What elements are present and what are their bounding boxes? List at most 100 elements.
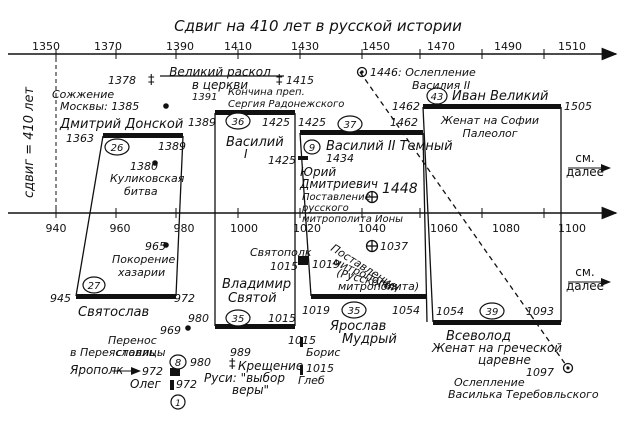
boris-name: Борис	[306, 346, 340, 359]
num-27: 27	[88, 281, 101, 292]
top-tick-label: 1450	[362, 40, 390, 53]
burning-moscow-line1: Сожжение	[52, 88, 114, 101]
ivan-great: Иван Великий	[452, 89, 548, 104]
burning-moscow-line2: Москвы: 1385	[60, 100, 139, 113]
diagram-title: Сдвиг на 410 лет в русской истории	[174, 17, 462, 35]
cross-icon: ‡	[229, 357, 236, 372]
vasilko-year: 1097	[526, 366, 554, 379]
side-label: сдвиг = 410 лет	[22, 87, 37, 198]
see-further-bottom-2: далее	[566, 279, 604, 293]
see-further-top-2: далее	[566, 165, 604, 179]
vasilko-line2: Василька Теребовльского	[448, 388, 599, 401]
year-1462b: 1462	[390, 116, 418, 129]
wife-sophia-line1: Женат на Софии	[440, 114, 539, 127]
number-circles	[82, 87, 505, 410]
cross-centers	[360, 70, 570, 370]
khazaria-line2: хазарии	[117, 266, 165, 279]
vsevolod-line3: царевне	[478, 353, 531, 367]
year-972c: 972	[176, 378, 197, 391]
year-1448: 1448	[382, 181, 418, 197]
see-further-top-1: см.	[575, 151, 594, 165]
connector-lines	[75, 71, 569, 369]
bottom-tick-label: 1100	[558, 222, 586, 235]
bottom-tick-label: 1000	[230, 222, 258, 235]
blinding-vasily-line2: Василия II	[412, 79, 470, 92]
year-1425a: 1425	[262, 116, 290, 129]
top-tick-label: 1470	[427, 40, 455, 53]
baptism-line2: Руси: "выбор	[204, 371, 285, 385]
kulikovo-line2: битва	[124, 185, 158, 198]
bottom-tick-label: 960	[110, 222, 131, 235]
bottom-axis-ticks	[55, 208, 545, 218]
num-26: 26	[111, 143, 124, 154]
baptism-line1: Крещение	[238, 359, 303, 373]
see-further-bottom-1: см.	[575, 265, 594, 279]
svyatopolk: Святополк	[250, 246, 312, 259]
year-1054b: 1054	[436, 305, 464, 318]
bottom-tick-label: 1040	[358, 222, 386, 235]
year-1434: 1434	[326, 152, 354, 165]
num-37: 37	[344, 120, 357, 131]
iona-line3: митрополита Ионы	[302, 214, 403, 225]
year-1389a: 1389	[158, 140, 186, 153]
vsevolod-line2: Женат на греческой	[431, 341, 562, 355]
year-1037: 1037	[380, 240, 408, 253]
bottom-tick-label: 940	[46, 222, 67, 235]
wife-sophia-line2: Палеолог	[462, 127, 517, 140]
baptism-line3: веры"	[232, 383, 269, 397]
year-972b: 972	[142, 365, 163, 378]
year-1054a: 1054	[392, 304, 420, 317]
year-1389b: 1389	[188, 116, 216, 129]
num-9: 9	[309, 143, 315, 154]
vladimir-line1: Владимир	[222, 277, 291, 292]
capital-line3: в Переяславль	[70, 346, 155, 359]
num-35a: 35	[232, 314, 245, 325]
vsevolod-line1: Всеволод	[446, 329, 511, 344]
blinding-vasily-line1: 1446: Ослепление	[370, 66, 476, 79]
metropolia-line4: митрополита)	[338, 280, 419, 293]
year-1462a: 1462	[392, 100, 420, 113]
year-1019a: 1019	[312, 258, 340, 271]
diagram-labels: Великий раскол в церкви 1378 1415 1446: …	[50, 65, 599, 409]
boris-year: 1015	[288, 334, 316, 347]
cross-icon: ‡	[148, 73, 155, 88]
capital-line1: Перенос	[108, 334, 157, 347]
bottom-tick-label: 1060	[430, 222, 458, 235]
year-1425c: 1425	[268, 154, 296, 167]
top-tick-label: 1410	[224, 40, 252, 53]
num-39: 39	[486, 307, 499, 318]
top-tick-label: 1490	[494, 40, 522, 53]
top-tick-label: 1350	[32, 40, 60, 53]
year-945: 945	[50, 292, 71, 305]
baptism-year: 989	[230, 346, 251, 359]
num-36: 36	[232, 117, 245, 128]
yaroslav-line2: Мудрый	[342, 332, 397, 347]
year-1015a: 1015	[270, 260, 298, 273]
schism-line2: в церкви	[192, 78, 248, 92]
dmitry-donskoy: Дмитрий Донской	[59, 117, 183, 132]
year-1093: 1093	[526, 305, 554, 318]
year-1015b: 1015	[268, 312, 296, 325]
year-1505: 1505	[564, 100, 592, 113]
top-tick-label: 1390	[166, 40, 194, 53]
yury-line1: Юрий	[300, 165, 336, 179]
num-43: 43	[431, 92, 444, 103]
num-8: 8	[175, 358, 181, 369]
sergius-line1: Кончина преп.	[228, 87, 305, 98]
vasily-1-line2: I	[244, 147, 248, 161]
num-35b: 35	[348, 306, 361, 317]
year-1363: 1363	[66, 132, 94, 145]
year-1019b: 1019	[302, 304, 330, 317]
vasilko-line1: Ослепление	[454, 376, 525, 389]
year-1378: 1378	[108, 74, 136, 87]
capital-line2: столицы	[116, 346, 166, 359]
year-965: 965	[145, 240, 166, 253]
vasily-2: Василий II Темный	[326, 139, 453, 154]
bottom-tick-label: 1080	[492, 222, 520, 235]
vladimir-line2: Святой	[228, 291, 277, 306]
kulikovo-year: 1380	[130, 160, 158, 173]
gleb-year: 1015	[306, 362, 334, 375]
num-1: 1	[175, 399, 181, 409]
